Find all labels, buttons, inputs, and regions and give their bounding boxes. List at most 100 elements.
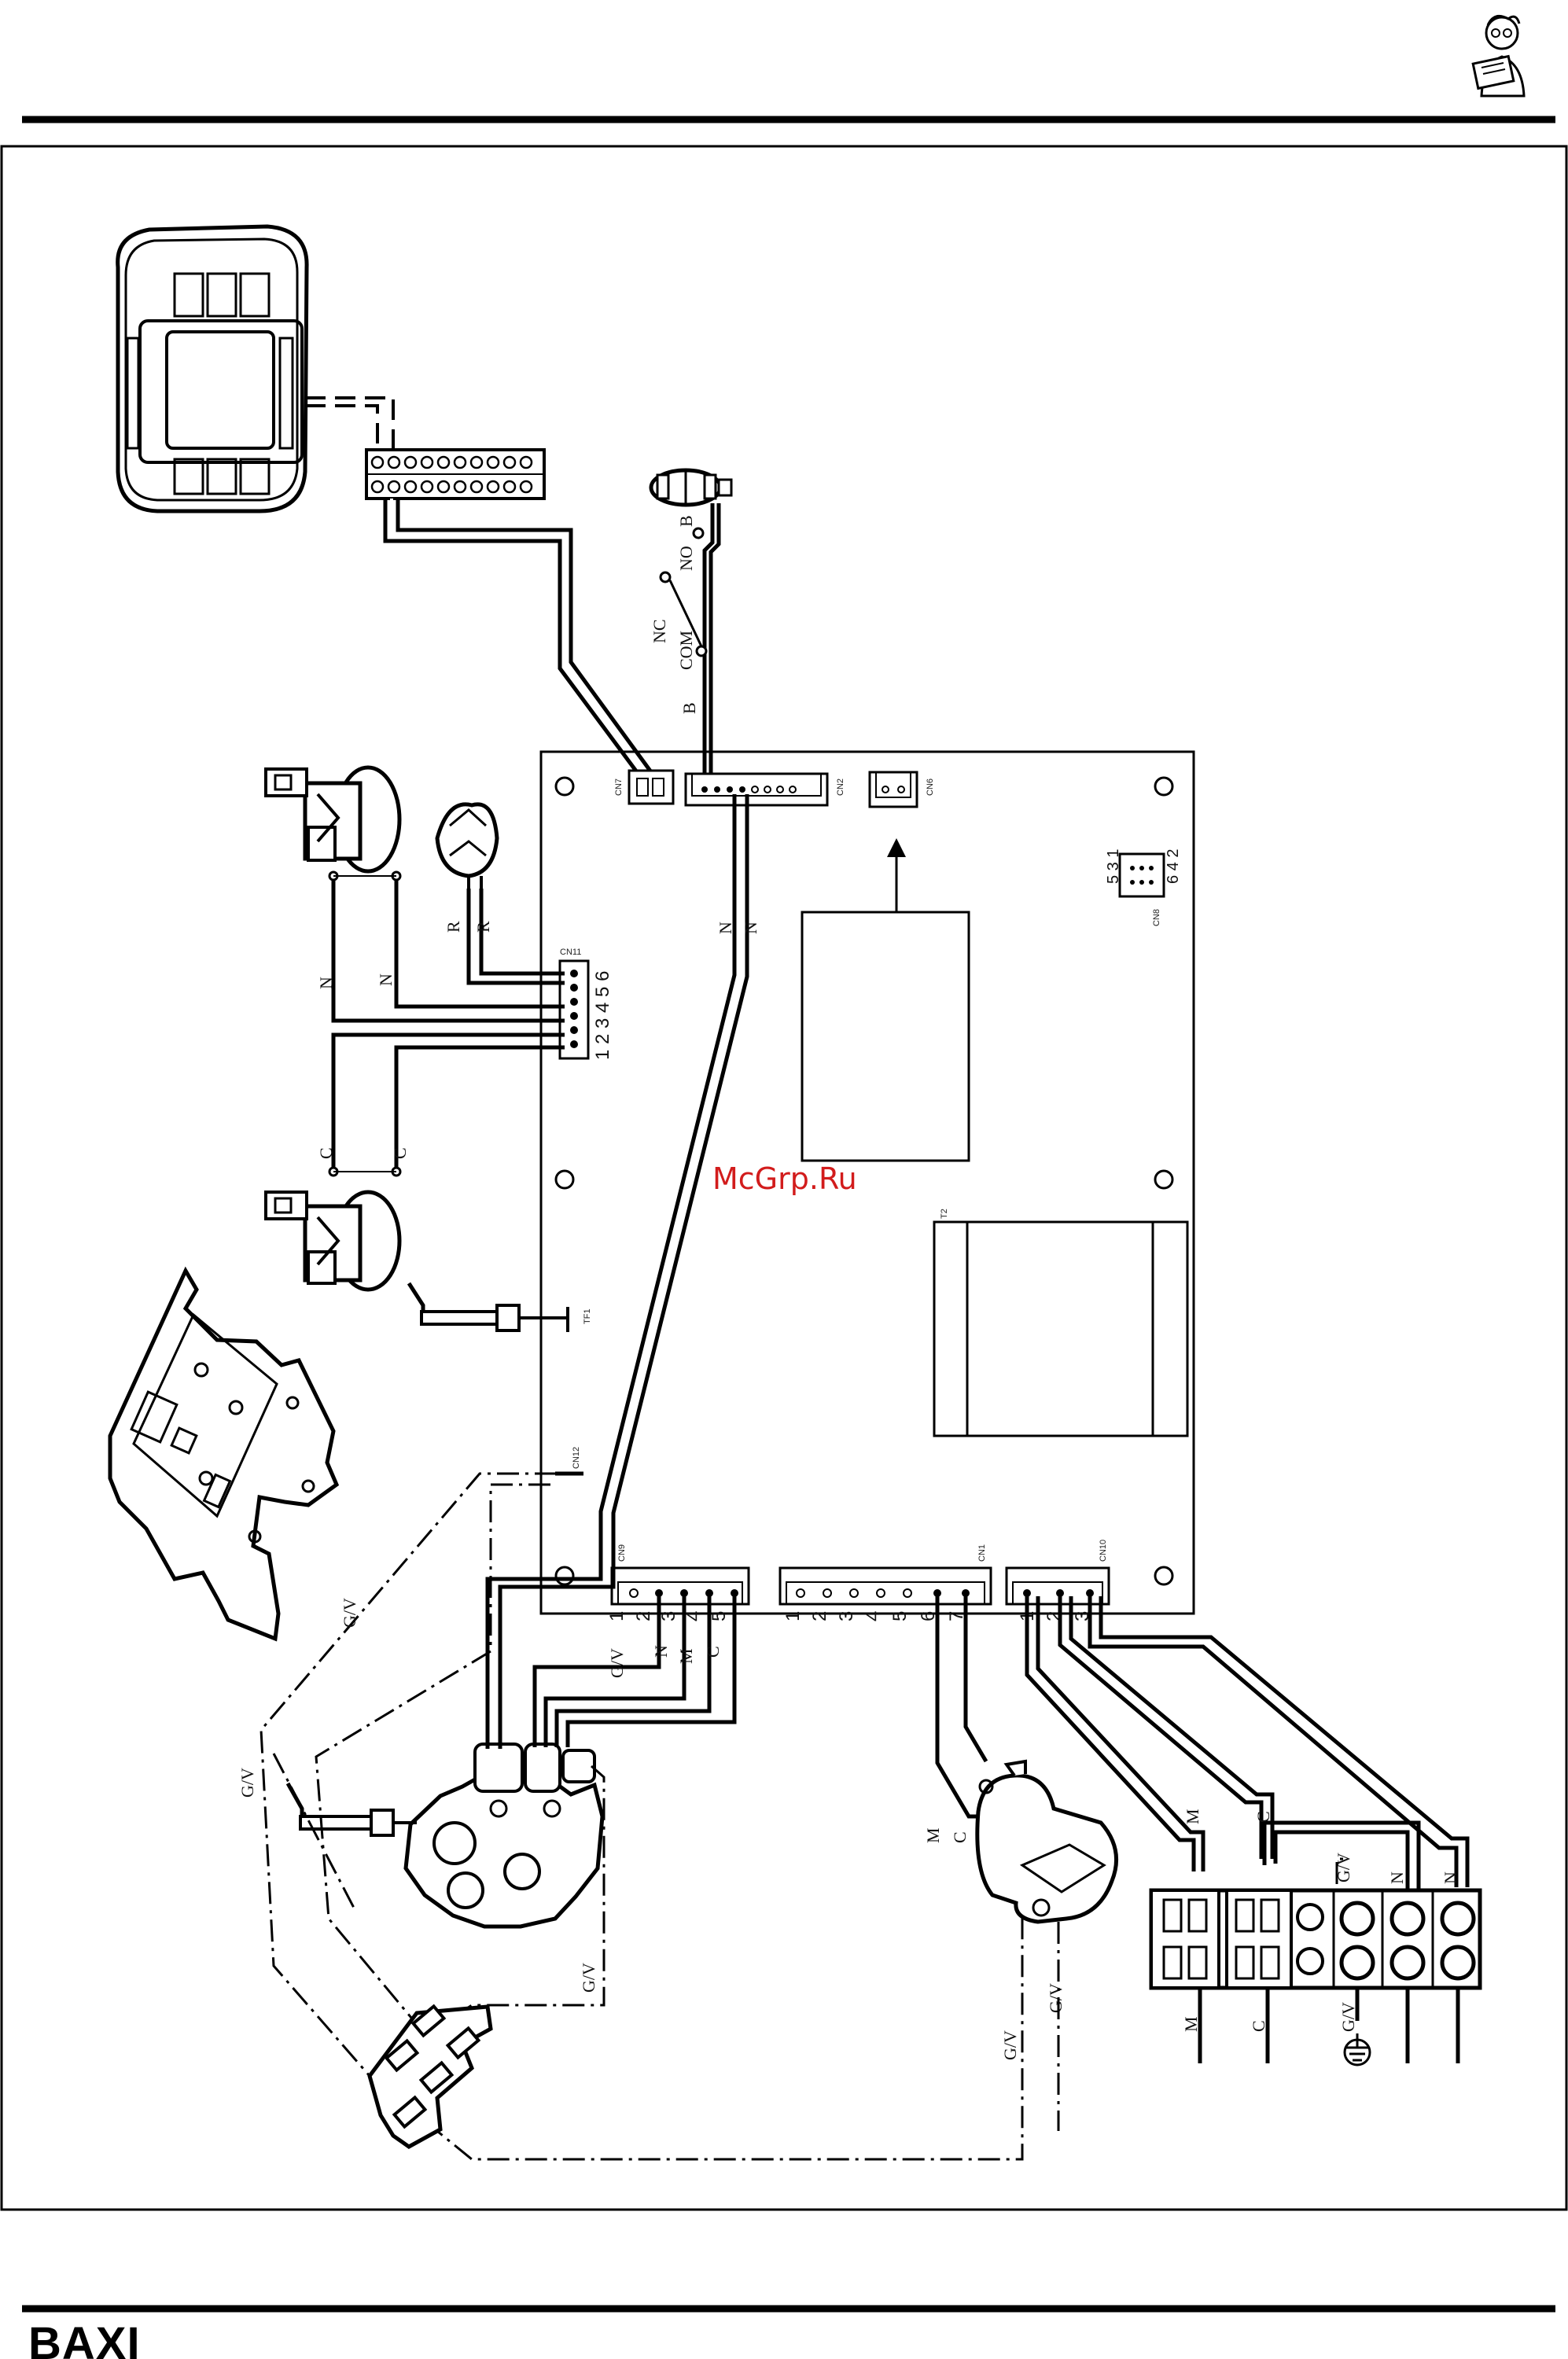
remote-control-panel bbox=[116, 224, 309, 513]
wire-label-m: M bbox=[923, 1827, 943, 1843]
connector-cn8 bbox=[1118, 852, 1165, 898]
wire-label-c: C bbox=[703, 1646, 723, 1658]
label-cn10: CN10 bbox=[1099, 1540, 1108, 1562]
terminal-strip bbox=[365, 448, 546, 500]
wire-label-n: N bbox=[651, 1645, 671, 1658]
wire-label-n: N bbox=[316, 977, 336, 989]
label-tf1: TF1 bbox=[583, 1308, 592, 1324]
wire-label-r: R bbox=[473, 921, 493, 933]
thermostat-wire-n bbox=[331, 879, 565, 1023]
connector-cn2 bbox=[684, 772, 829, 807]
connector-cn9 bbox=[610, 1566, 750, 1606]
wire-label-r: R bbox=[444, 921, 463, 933]
room-stat-cable bbox=[383, 499, 644, 780]
wire-label-m: M bbox=[676, 1648, 696, 1664]
wire-label-gv: G/V bbox=[1000, 2030, 1020, 2060]
fan-bracket bbox=[108, 1266, 340, 1642]
wire-label-n: N bbox=[741, 922, 760, 934]
wire-label-gv: G/V bbox=[579, 1963, 598, 1993]
main-pcb bbox=[539, 750, 1195, 1615]
wire-label-gv: G/V bbox=[1338, 2002, 1358, 2032]
wire-label-c: C bbox=[950, 1831, 970, 1843]
cn1-pin: 3 bbox=[836, 1611, 857, 1621]
wire-label-n: N bbox=[1441, 1871, 1460, 1884]
label-cn2: CN2 bbox=[836, 778, 845, 796]
label-cn7: CN7 bbox=[614, 778, 624, 796]
cn1-pin: 5 bbox=[889, 1611, 911, 1621]
wire-label-gv: G/V bbox=[1046, 1983, 1066, 2013]
flame-electrode bbox=[407, 1282, 569, 1332]
safety-thermostat bbox=[264, 1190, 402, 1292]
wire-label-c: C bbox=[390, 1147, 410, 1159]
mains-wire bbox=[1025, 1596, 1196, 1871]
wire-label-gv: G/V bbox=[1334, 1853, 1353, 1882]
transformer-t2 bbox=[933, 1220, 1189, 1437]
wire-label-n: N bbox=[716, 922, 735, 934]
cn10-pin: 3 bbox=[1072, 1611, 1093, 1621]
wire-label-com: COM bbox=[676, 631, 696, 670]
wire-label-c: C bbox=[1249, 2020, 1268, 2032]
label-cn6: CN6 bbox=[926, 778, 935, 796]
label-cn1: CN1 bbox=[977, 1544, 987, 1562]
overheat-thermostat bbox=[264, 765, 402, 874]
cn1-pin: 1 bbox=[782, 1611, 804, 1621]
sensor-wire-r bbox=[466, 889, 565, 985]
watermark: McGrp.Ru bbox=[712, 1161, 857, 1196]
remote-cable bbox=[305, 396, 395, 451]
wire-label-b: B bbox=[676, 515, 696, 527]
wire-label-b: B bbox=[679, 702, 699, 714]
wire-label-c: C bbox=[316, 1147, 336, 1159]
wire-label-gv: G/V bbox=[607, 1648, 627, 1678]
connector-cn6 bbox=[868, 771, 918, 808]
wire-label-c: C bbox=[1253, 1811, 1273, 1823]
cn11-pins: 1 2 3 4 5 6 bbox=[592, 971, 613, 1060]
cn1-pin: 7 bbox=[946, 1611, 967, 1621]
cn9-pin: 4 bbox=[683, 1611, 705, 1621]
connector-cn1 bbox=[778, 1566, 992, 1606]
wire-label-n: N bbox=[376, 973, 396, 986]
connector-cn10 bbox=[1005, 1566, 1110, 1606]
cn9-pin: 2 bbox=[633, 1611, 654, 1621]
label-cn9: CN9 bbox=[617, 1544, 627, 1562]
wire-label-nc: NC bbox=[650, 619, 669, 643]
wire-label-m: M bbox=[1183, 1809, 1202, 1824]
wire-label-gv: G/V bbox=[340, 1598, 359, 1628]
display-module bbox=[801, 911, 970, 1162]
cn8-pins-top: 5 3 1 bbox=[1105, 849, 1122, 884]
ignition-wire-n bbox=[485, 794, 737, 1749]
cn9-pin: 1 bbox=[606, 1611, 628, 1621]
connector-cn7 bbox=[628, 769, 675, 805]
cn8-pins-bottom: 6 4 2 bbox=[1165, 849, 1182, 884]
ignition-electrode bbox=[285, 1782, 417, 1837]
cn9-pin: 5 bbox=[709, 1611, 730, 1621]
brand-logo: BAXI bbox=[28, 2318, 141, 2359]
earth-symbol bbox=[1343, 2033, 1371, 2066]
pump-wire bbox=[935, 1596, 980, 1819]
mains-outgoing-wires bbox=[1198, 1988, 1460, 2063]
earth-terminal-block bbox=[367, 2004, 493, 2149]
valve-wire bbox=[532, 1596, 661, 1747]
label-cn11: CN11 bbox=[560, 948, 581, 957]
cn1-pin: 6 bbox=[918, 1611, 939, 1621]
mains-terminal-block bbox=[1149, 1888, 1482, 1990]
reading-man-icon bbox=[1471, 14, 1526, 98]
wire-label-gv: G/V bbox=[237, 1768, 257, 1798]
cn1-pin: 4 bbox=[863, 1611, 884, 1621]
cn1-pin: 2 bbox=[809, 1611, 830, 1621]
flue-sensor bbox=[435, 802, 499, 889]
thermostat-wire-c bbox=[331, 1032, 565, 1168]
connector-cn11 bbox=[558, 959, 590, 1060]
wire-label-no: NO bbox=[676, 546, 696, 571]
wire-label-n: N bbox=[1387, 1871, 1407, 1884]
gas-valve bbox=[403, 1743, 605, 1929]
pressure-switch-wire bbox=[702, 503, 715, 778]
label-cn12: CN12 bbox=[572, 1447, 581, 1469]
label-t2: T2 bbox=[940, 1209, 949, 1219]
pressure-switch bbox=[649, 468, 733, 507]
diagram-frame bbox=[0, 145, 1568, 2211]
cn9-pin: 3 bbox=[658, 1611, 679, 1621]
wire-label-m: M bbox=[1181, 2016, 1201, 2032]
label-cn8: CN8 bbox=[1152, 909, 1161, 926]
circulating-pump bbox=[975, 1759, 1118, 1924]
